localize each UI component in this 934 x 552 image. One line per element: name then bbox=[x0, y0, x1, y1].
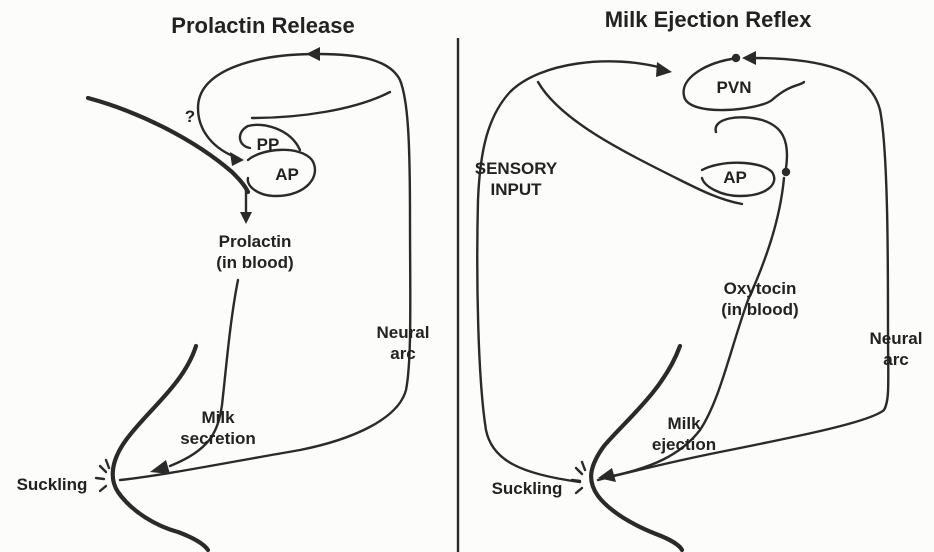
left-panel: Prolactin Release PP AP ? Prolactin (in … bbox=[17, 13, 430, 550]
right-neural-arc bbox=[598, 58, 888, 480]
right-pvn-label: PVN bbox=[717, 78, 752, 97]
left-neural-line2: arc bbox=[390, 344, 416, 363]
right-sensory-line2: INPUT bbox=[491, 180, 543, 199]
left-breast-outline bbox=[113, 346, 208, 550]
right-title: Milk Ejection Reflex bbox=[605, 7, 812, 32]
right-neural-line2: arc bbox=[883, 350, 909, 369]
right-neural-line1: Neural bbox=[870, 329, 923, 348]
right-effect-line1: Milk bbox=[667, 414, 701, 433]
right-ap-dot bbox=[782, 168, 790, 176]
left-brain-contour bbox=[88, 98, 248, 192]
left-ap-label: AP bbox=[275, 165, 299, 184]
left-hormone-line1: Prolactin bbox=[219, 232, 292, 251]
right-hormone-line1: Oxytocin bbox=[724, 279, 797, 298]
right-sensory-arrowhead bbox=[656, 62, 672, 77]
left-effect-line2: secretion bbox=[180, 429, 256, 448]
right-sensory-arc bbox=[477, 61, 662, 482]
right-pituitary-stalk bbox=[716, 117, 787, 168]
left-suckling-ticks bbox=[96, 460, 109, 491]
left-question-mark: ? bbox=[185, 107, 195, 126]
right-brain-contour bbox=[538, 82, 742, 204]
left-brain-contour-upper bbox=[252, 92, 390, 118]
right-sensory-line1: SENSORY bbox=[475, 159, 558, 178]
right-ap-label: AP bbox=[723, 168, 747, 187]
left-question-arrowhead bbox=[230, 152, 244, 166]
left-prolactin-arrowhead bbox=[240, 212, 252, 224]
right-suckling-ticks bbox=[572, 462, 585, 493]
right-pvn-dot bbox=[732, 54, 740, 62]
left-milk-arrowhead bbox=[150, 460, 170, 474]
left-neural-line1: Neural bbox=[377, 323, 430, 342]
right-suckling-label: Suckling bbox=[492, 479, 563, 498]
right-panel: Milk Ejection Reflex SENSORY INPUT PVN A… bbox=[475, 7, 923, 550]
left-pp-label: PP bbox=[257, 135, 280, 154]
left-neural-arc-arrowhead bbox=[306, 47, 320, 61]
left-title: Prolactin Release bbox=[171, 13, 354, 38]
right-hormone-line2: (in blood) bbox=[721, 300, 798, 319]
left-suckling-label: Suckling bbox=[17, 475, 88, 494]
right-effect-line2: ejection bbox=[652, 435, 716, 454]
left-effect-line1: Milk bbox=[201, 408, 235, 427]
left-hormone-line2: (in blood) bbox=[216, 253, 293, 272]
right-neural-arrowhead bbox=[742, 51, 756, 65]
